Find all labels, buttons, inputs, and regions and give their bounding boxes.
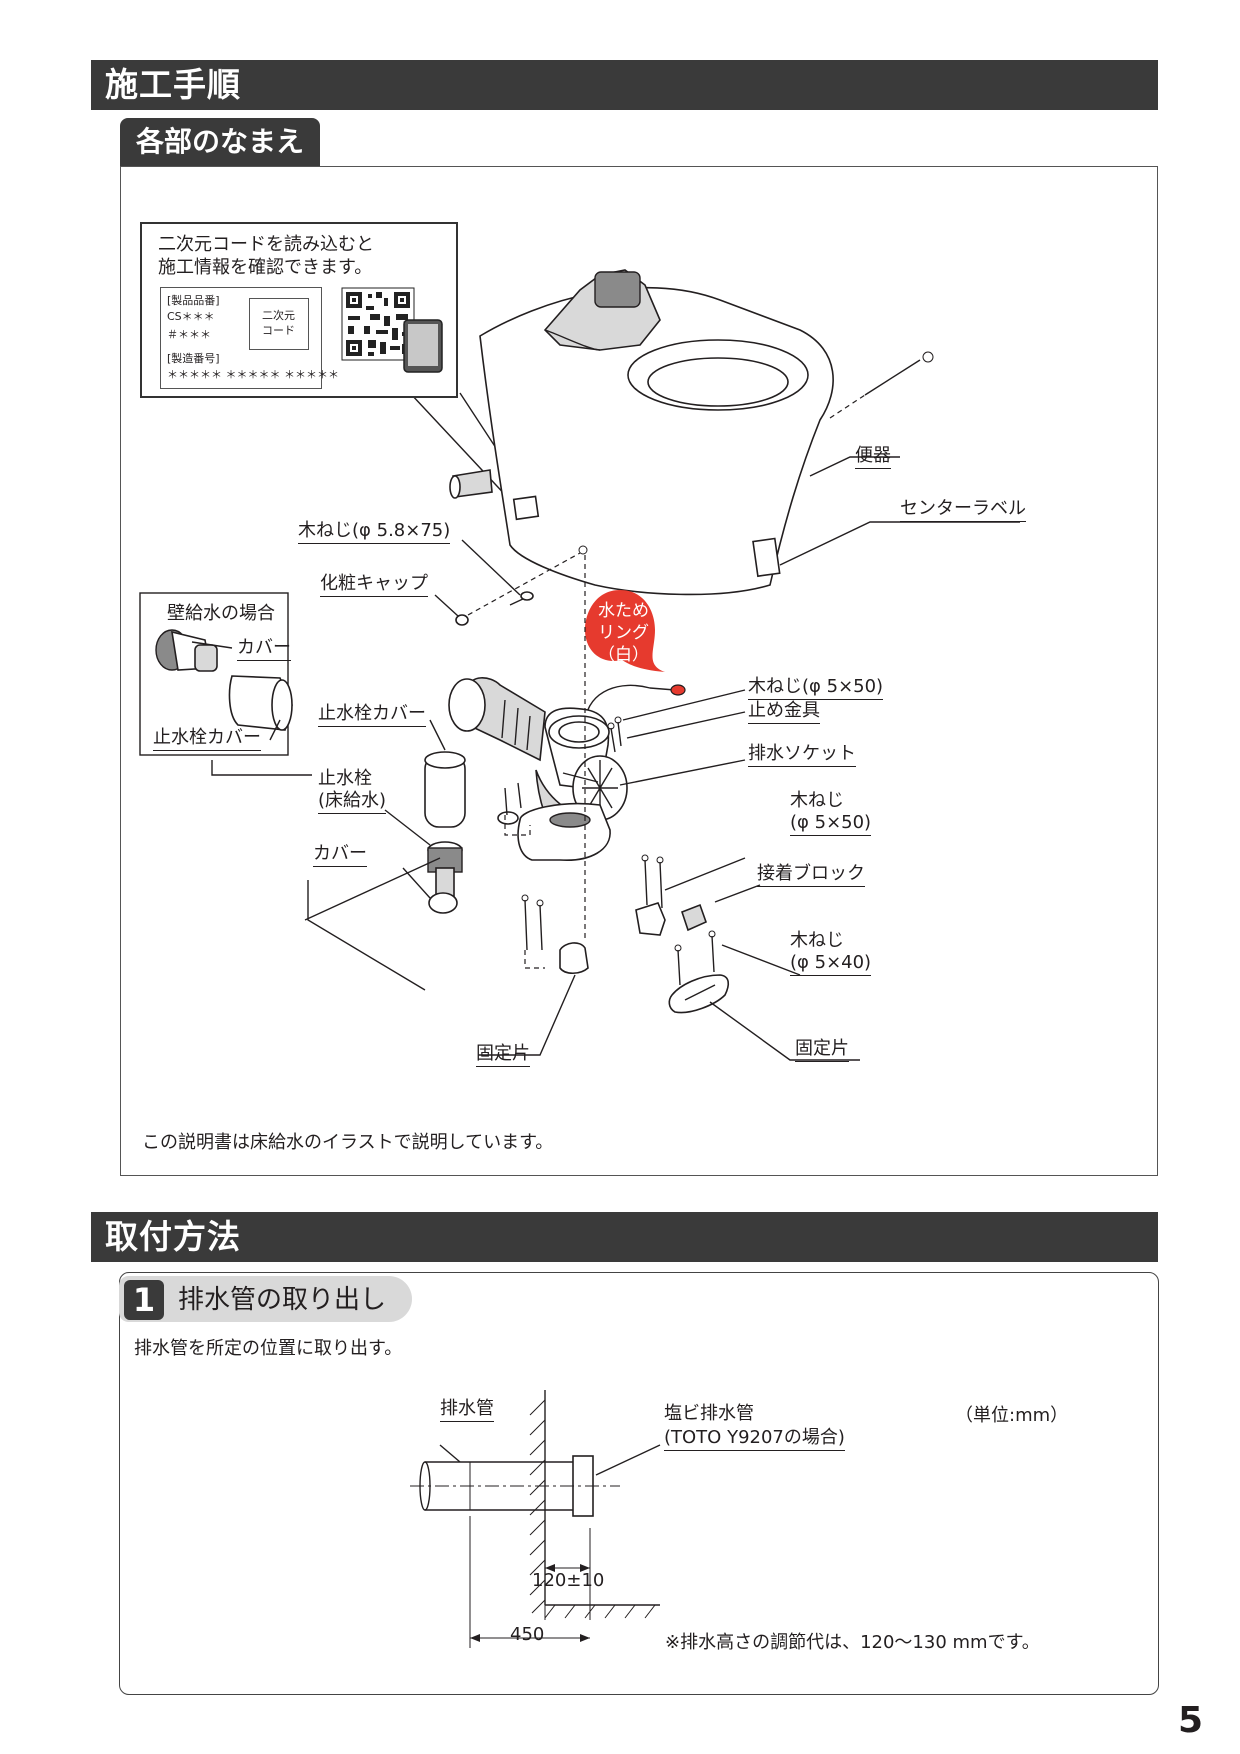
drain-pipe-diagram [410,1390,661,1648]
qr-text-line2: 施工情報を確認できます。 [158,257,373,278]
serial-value: ＊＊＊＊＊ ＊＊＊＊＊ ＊＊＊＊＊ [167,368,339,381]
floor-valve-drawing [427,841,463,914]
unit-label: （単位:mm） [955,1405,1069,1426]
tab-part-names: 各部のなまえ [120,118,321,166]
label-valve-2: (床給水) [318,790,387,814]
label-fixing-piece-2: 固定片 [795,1038,849,1062]
drain-socket-drawing [448,677,628,861]
label-stop-bracket: 止め金具 [748,700,820,724]
toilet-bowl [449,269,834,596]
parts-illustration [139,269,1020,1061]
label-toilet: 便器 [855,445,891,469]
step1-desc: 排水管を所定の位置に取り出す。 [134,1338,403,1359]
wall-valve-drawing [155,629,293,731]
step1-number: 1 [124,1280,164,1320]
qr-text-line1: 二次元コードを読み込むと [158,234,374,255]
label-wood-screw-3a: 木ねじ [790,790,844,811]
label-cover-wall: カバー [237,637,291,661]
step1-note: ※排水高さの調節代は、120〜130 mmです。 [665,1632,1040,1653]
label-serial: [製造番号] [167,352,220,365]
label-decor-cap: 化粧キャップ [320,573,428,597]
parts-panel [120,166,1158,1176]
label-pvc-pipe-1: 塩ビ排水管 [664,1403,754,1424]
dim-length: 450 [510,1624,545,1645]
label-wood-screw-1: 木ねじ(φ 5.8×75) [298,520,451,544]
label-valve-cover: 止水栓カバー [318,703,426,727]
step1-title: 排水管の取り出し [178,1285,387,1315]
section-title-construction: 施工手順 [91,60,1158,110]
label-adhesive-block: 接着ブロック [757,863,865,887]
label-pvc-pipe-2: (TOTO Y9207の場合) [664,1427,845,1451]
step1-panel [119,1272,1159,1695]
parts-note: この説明書は床給水のイラストで説明しています。 [142,1132,554,1153]
dim-height: 120±10 [532,1570,605,1591]
label-wall-supply: 壁給水の場合 [167,603,275,624]
label-cs: CS＊＊＊ [167,310,215,323]
label-hash: ＃＊＊＊ [167,328,211,341]
label-wood-screw-4b: (φ 5×40) [790,952,872,976]
label-wood-screw-4a: 木ねじ [790,930,844,951]
label-wood-screw-2: 木ねじ(φ 5×50) [748,676,884,700]
label-product-no: [製品品番] [167,294,220,307]
label-wood-screw-3b: (φ 5×50) [790,812,872,836]
label-ring-3: （白） [598,645,649,665]
product-label-sample: [製品品番] CS＊＊＊ ＃＊＊＊ [製造番号] ＊＊＊＊＊ ＊＊＊＊＊ ＊＊＊… [160,287,339,389]
page-number: 5 [1178,1700,1204,1741]
section-title-installation: 取付方法 [91,1212,1158,1262]
label-ring-2: リング [598,623,649,643]
label-drain-pipe: 排水管 [440,1398,494,1422]
label-fixing-piece-1: 固定片 [476,1043,530,1067]
label-center-label: センターラベル [900,498,1026,522]
qr-code-icon [341,287,443,373]
step1-tab [119,1276,412,1322]
label-ring-1: 水ため [598,601,649,621]
label-valve-cover-wall: 止水栓カバー [153,727,261,751]
qr-info-box: 二次元コードを読み込むと 施工情報を確認できます。 [製品品番] CS＊＊＊ ＃… [140,222,458,398]
label-valve-1: 止水栓 [318,768,372,789]
label-drain-socket: 排水ソケット [748,743,856,767]
qr-placeholder: 二次元 コード [249,298,309,350]
label-cover: カバー [313,843,367,867]
